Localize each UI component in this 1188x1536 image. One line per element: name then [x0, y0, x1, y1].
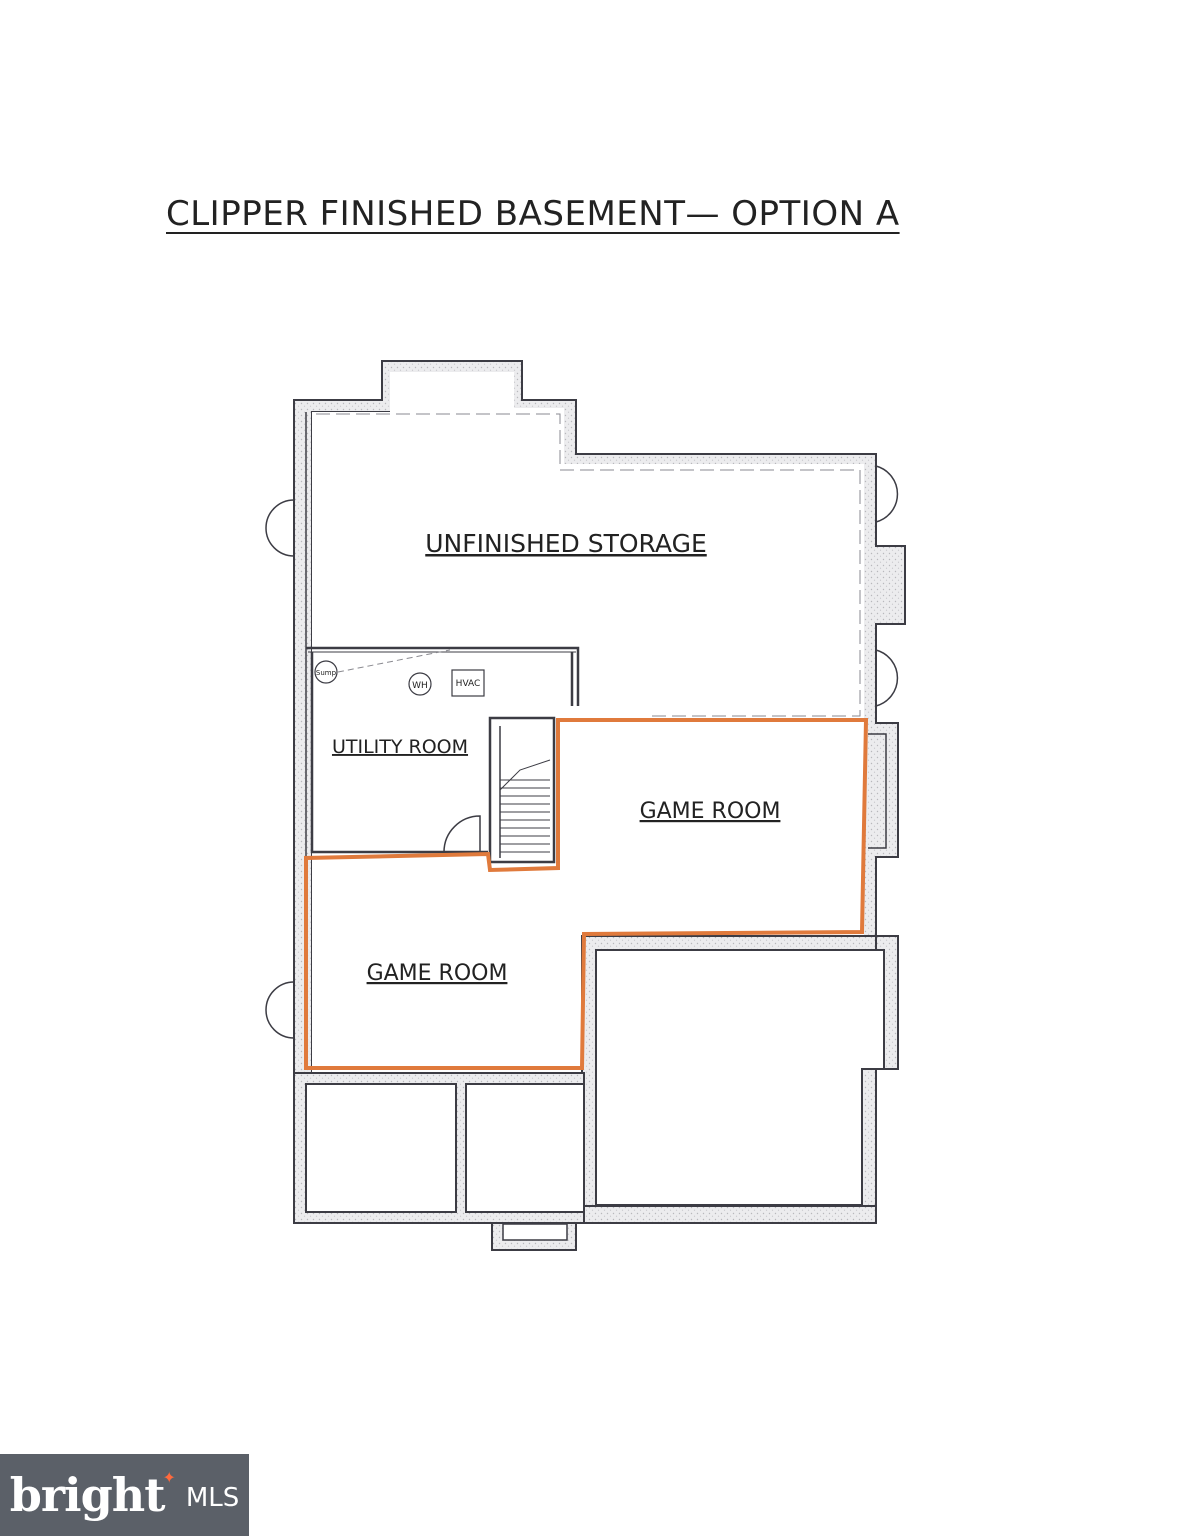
- bottom-storage-right: [465, 1083, 585, 1213]
- water-heater-label: WH: [412, 681, 428, 691]
- utility-room-wall: [306, 646, 580, 854]
- window-arc-right-upper: [875, 465, 899, 523]
- logo-brand: bright: [9, 1468, 166, 1522]
- page-title: CLIPPER FINISHED BASEMENT— OPTION A: [166, 194, 900, 234]
- game-room-highlight: [304, 718, 869, 1070]
- stair-treads: [500, 779, 550, 853]
- room-label-game-room-lower: GAME ROOM: [367, 961, 508, 986]
- window-arc-right-lower: [875, 649, 899, 707]
- water-heater-icon: [408, 672, 432, 696]
- window-arc-left-upper: [265, 499, 295, 557]
- sump-icon: [314, 660, 338, 684]
- bottom-storage-left: [305, 1083, 457, 1213]
- utility-door: [443, 815, 481, 853]
- bright-mls-logo: bright ✦ MLS: [0, 1454, 249, 1536]
- sump-label: Sump: [316, 669, 337, 677]
- room-label-unfinished-storage: UNFINISHED STORAGE: [425, 529, 707, 558]
- room-label-game-room-upper: GAME ROOM: [640, 799, 781, 824]
- bottom-bumpout: [502, 1223, 568, 1241]
- logo-suffix: MLS: [185, 1483, 240, 1513]
- storage-dashed-boundary: [316, 413, 861, 717]
- hvac-icon: [451, 669, 485, 697]
- hvac-label: HVAC: [456, 679, 481, 689]
- spark-icon: ✦: [162, 1467, 176, 1487]
- window-arc-left-lower: [265, 981, 295, 1039]
- room-label-utility: UTILITY ROOM: [332, 736, 468, 758]
